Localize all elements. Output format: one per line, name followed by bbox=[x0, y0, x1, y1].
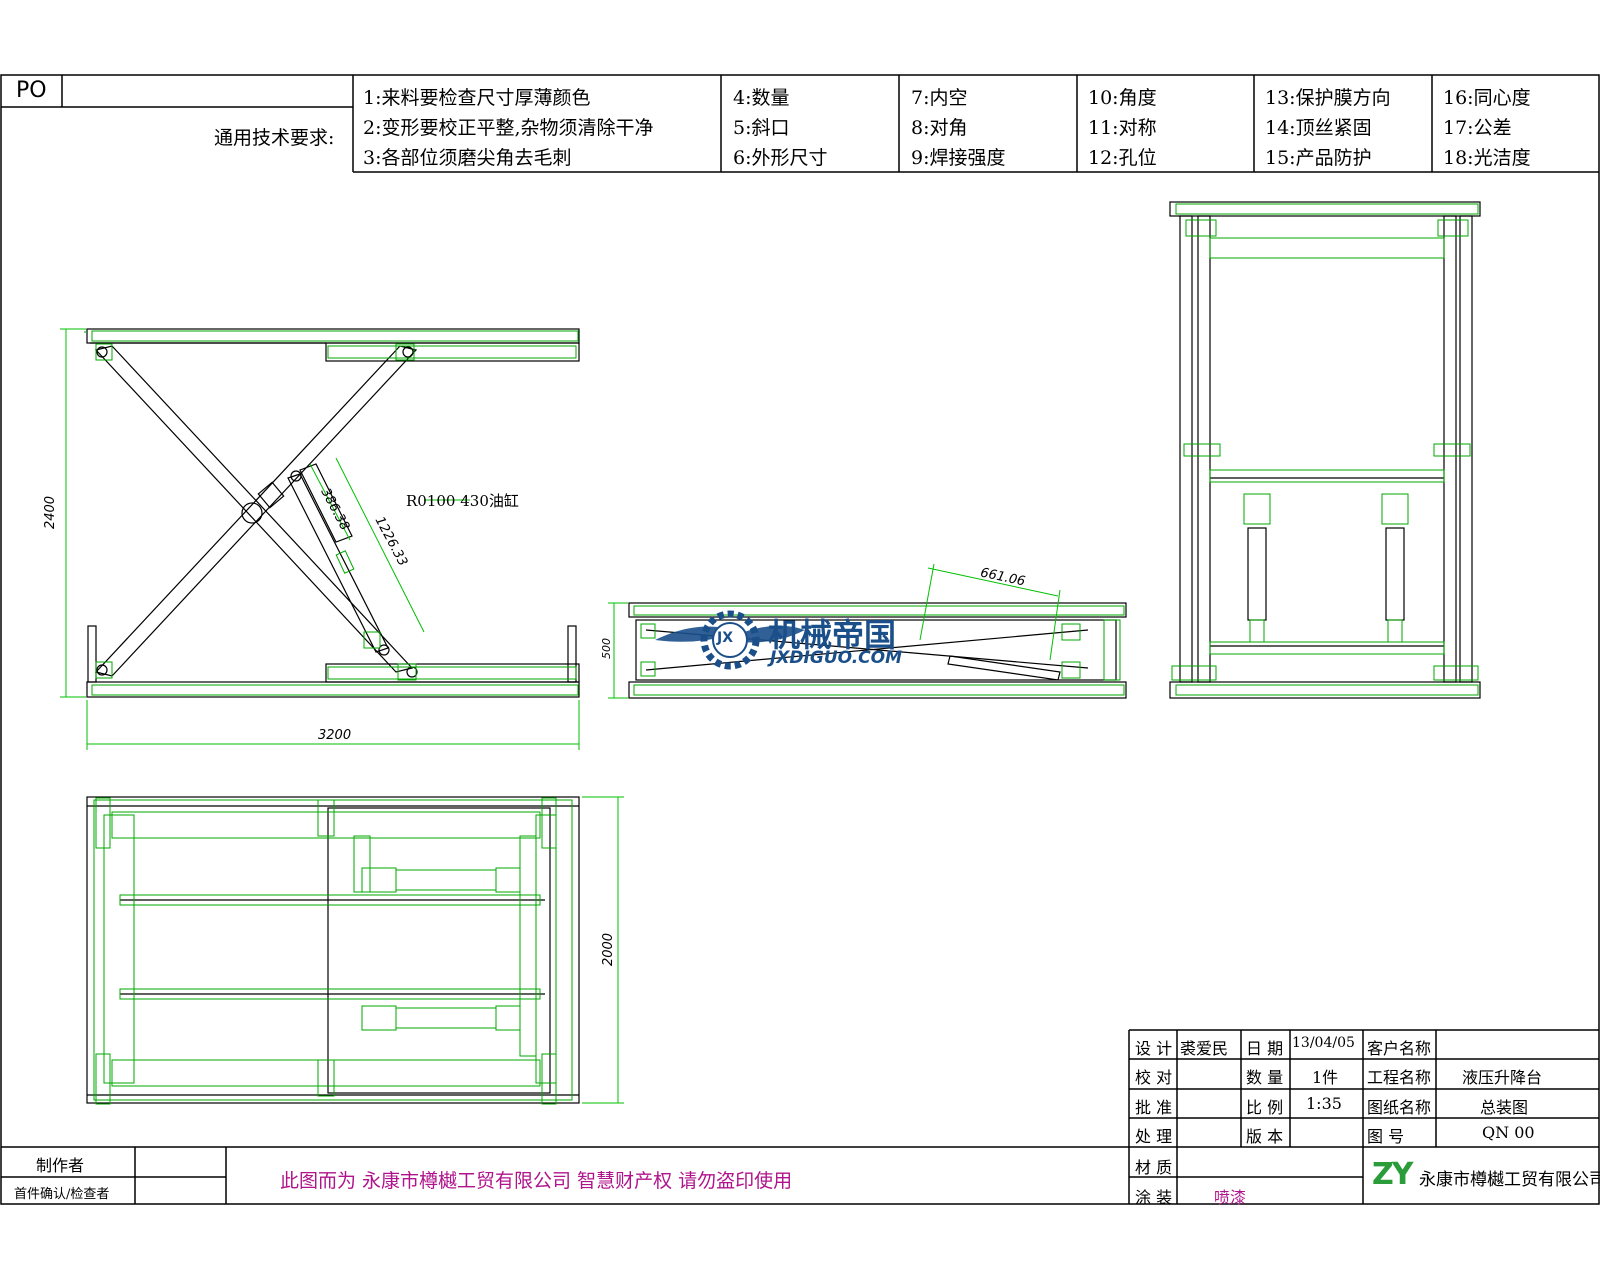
general-requirements-label: 通用技术要求: bbox=[214, 127, 335, 149]
designer-label: 设 计 bbox=[1135, 1039, 1173, 1058]
requirement-7: 7:内空 bbox=[911, 87, 968, 109]
qty-value: 1件 bbox=[1312, 1068, 1339, 1087]
date-value: 13/04/05 bbox=[1292, 1035, 1355, 1051]
requirement-18: 18:光洁度 bbox=[1443, 147, 1531, 169]
requirement-8: 8:对角 bbox=[911, 117, 968, 139]
number-value: QN 00 bbox=[1482, 1123, 1535, 1142]
company-name: 永康市樽樾工贸有限公司 bbox=[1419, 1170, 1600, 1190]
requirement-6: 6:外形尺寸 bbox=[733, 147, 828, 169]
date-label: 日 期 bbox=[1246, 1039, 1284, 1058]
sheet-border bbox=[0, 74, 1600, 1205]
watermark-logo bbox=[655, 610, 805, 670]
process-label: 处 理 bbox=[1135, 1127, 1173, 1146]
scale-label: 比 例 bbox=[1246, 1098, 1284, 1117]
scale-value: 1:35 bbox=[1306, 1094, 1342, 1113]
material-label: 材 质 bbox=[1135, 1158, 1173, 1177]
requirement-1: 1:来料要检查尺寸厚薄颜色 bbox=[363, 87, 591, 109]
end-view bbox=[1169, 201, 1481, 699]
requirement-9: 9:焊接强度 bbox=[911, 147, 1006, 169]
requirement-4: 4:数量 bbox=[733, 87, 790, 109]
requirement-10: 10:角度 bbox=[1088, 87, 1157, 109]
requirement-16: 16:同心度 bbox=[1443, 87, 1531, 109]
number-label: 图 号 bbox=[1367, 1127, 1405, 1146]
copyright-notice: 此图而为 永康市樽樾工贸有限公司 智慧财产权 请勿盗印使用 bbox=[280, 1170, 793, 1192]
plan-width-dimension: 2000 bbox=[601, 932, 617, 967]
project-value: 液压升降台 bbox=[1462, 1068, 1543, 1087]
approve-label: 批 准 bbox=[1135, 1098, 1173, 1117]
requirement-13: 13:保护膜方向 bbox=[1265, 87, 1391, 109]
requirement-5: 5:斜口 bbox=[733, 117, 790, 139]
project-label: 工程名称 bbox=[1367, 1068, 1432, 1087]
po-label: PO bbox=[16, 78, 47, 103]
requirement-11: 11:对称 bbox=[1088, 117, 1157, 139]
checker-label: 校 对 bbox=[1135, 1068, 1173, 1087]
lowered-height-dimension: 500 bbox=[600, 638, 613, 659]
requirement-3: 3:各部位须磨尖角去毛刺 bbox=[363, 147, 572, 169]
requirement-12: 12:孔位 bbox=[1088, 147, 1157, 169]
qty-label: 数 量 bbox=[1246, 1068, 1284, 1087]
side-view-lowered bbox=[608, 563, 1127, 699]
height-dimension: 2400 bbox=[43, 495, 59, 530]
watermark-en: JXDIGUO.COM bbox=[770, 648, 903, 668]
requirement-17: 17:公差 bbox=[1443, 117, 1512, 139]
coating-value: 喷漆 bbox=[1214, 1188, 1247, 1207]
maker-label: 制作者 bbox=[36, 1156, 85, 1175]
requirement-2: 2:变形要校正平整,杂物须清除干净 bbox=[363, 117, 654, 139]
designer-value: 裘爱民 bbox=[1180, 1039, 1229, 1058]
drawing-name-label: 图纸名称 bbox=[1367, 1098, 1432, 1117]
company-logo: ZY bbox=[1372, 1157, 1414, 1192]
watermark-cn: 机械帝国 bbox=[768, 616, 897, 654]
first-piece-confirm-label: 首件确认/检查者 bbox=[14, 1187, 110, 1202]
version-label: 版 本 bbox=[1246, 1127, 1284, 1146]
requirement-15: 15:产品防护 bbox=[1265, 147, 1372, 169]
side-view-raised bbox=[60, 328, 580, 750]
plan-view bbox=[86, 796, 624, 1105]
cylinder-note: R0100 430油缸 bbox=[406, 492, 519, 510]
width-dimension: 3200 bbox=[318, 728, 352, 743]
client-label: 客户名称 bbox=[1367, 1039, 1432, 1058]
coating-label: 涂 装 bbox=[1135, 1188, 1173, 1207]
watermark-badge: JX bbox=[717, 630, 734, 646]
requirement-14: 14:顶丝紧固 bbox=[1265, 117, 1372, 139]
drawing-name-value: 总装图 bbox=[1480, 1098, 1529, 1117]
